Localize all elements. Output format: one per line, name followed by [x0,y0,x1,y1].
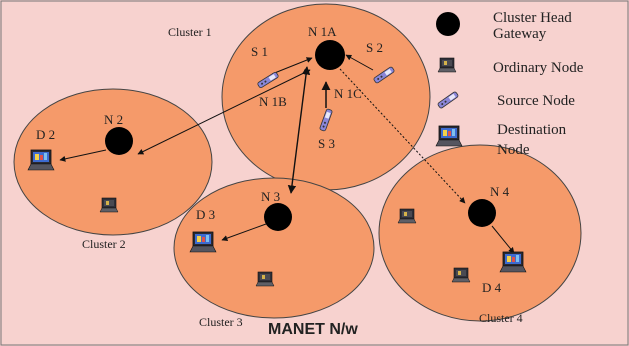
legend-cluster-head-line2: Gateway [493,26,547,42]
legend-ordinary-node-icon [437,57,457,73]
ordinary-node-icon [397,208,417,224]
destination-d2-label: D 2 [36,127,55,142]
legend-destination-node-icon [435,125,463,147]
head-n4-label: N 4 [490,184,510,199]
source-s2-label: S 3 [318,136,335,151]
destination-d4-label: D 4 [482,280,502,295]
link-label-n1b: N 1B [259,94,287,109]
legend-source-label: Source Node [497,93,575,109]
cluster-4-area [378,144,582,322]
destination-node-d4-icon [499,251,527,273]
diagram-title: MANET N/w [268,321,358,338]
link-n1a-n2 [137,69,311,155]
cluster-4-label: Cluster 4 [479,311,523,325]
cluster-3-area [173,177,375,319]
link-s3-n1a [345,54,374,71]
head-n3-label: N 3 [261,189,280,204]
head-n2-label: N 2 [104,112,123,127]
cluster-head-n3 [264,203,292,231]
head-n1a-label: N 1A [308,24,337,39]
cluster-head-n4 [468,199,496,227]
cluster-1-label: Cluster 1 [168,25,212,39]
cluster-2-label: Cluster 2 [82,237,126,251]
legend-cluster-head-line1: Cluster Head [493,10,572,26]
cluster-head-n2 [105,127,133,155]
link-n1a-n3 [287,66,311,194]
legend-cluster-head-icon [436,12,460,36]
link-n1a-n4 [339,68,466,204]
source-s1-label: S 1 [251,44,268,59]
legend: Cluster Head Gateway Ordinary Node Sourc… [435,10,584,158]
ordinary-node-icon [255,271,275,287]
destination-node-d3-icon [189,231,217,253]
destination-node-d2-icon [27,149,55,171]
cluster-head-n1a [315,40,345,70]
ordinary-node-icon [451,267,471,283]
ordinary-node-icon [99,197,119,213]
cluster-3-label: Cluster 3 [199,315,243,329]
legend-destination-line1: Destination [497,122,567,138]
link-n4-d4 [491,225,515,254]
link-n2-d2 [59,149,107,162]
link-label-n1c: N 1C [334,86,362,101]
source-s3-label: S 2 [366,40,383,55]
legend-destination-line2: Node [497,142,530,158]
legend-ordinary-label: Ordinary Node [493,60,584,76]
destination-d3-label: D 3 [196,207,215,222]
link-s1-n1a [271,57,313,75]
link-n3-d3 [221,223,267,241]
